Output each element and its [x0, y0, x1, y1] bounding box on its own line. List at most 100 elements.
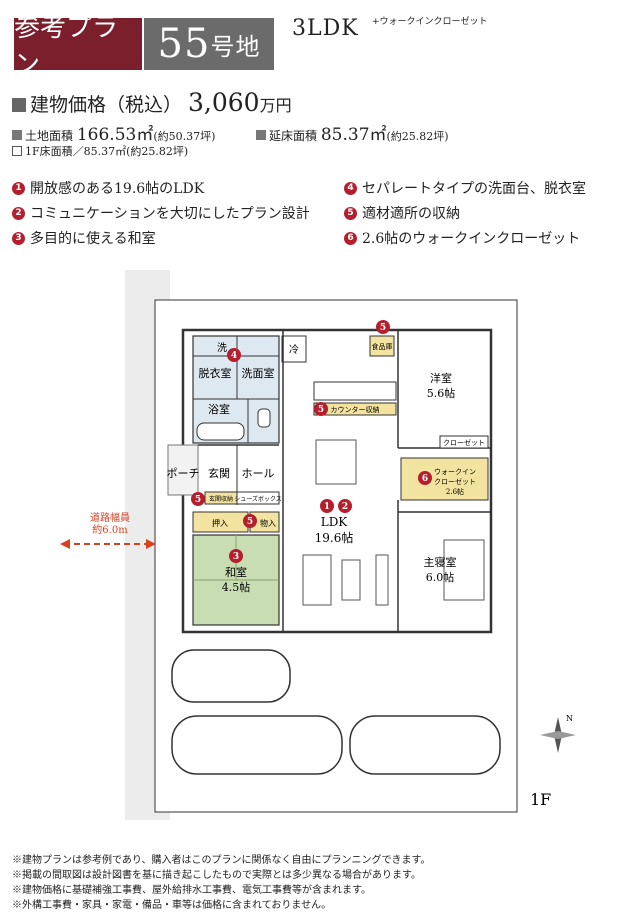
marker-label: 5 — [380, 323, 386, 333]
room-hall: ホール — [242, 467, 275, 480]
room-closet: クローゼット — [443, 438, 485, 447]
marker-label: 5 — [195, 495, 201, 505]
tv-board — [375, 554, 389, 606]
closet — [439, 435, 489, 449]
room-ldk: LDK — [321, 515, 349, 529]
marker-6 — [418, 471, 432, 485]
feature-2: 2 コミュニケーションを大切にしたプラン設計 — [12, 203, 310, 223]
marker-1 — [320, 499, 334, 513]
pantry — [369, 335, 395, 357]
marker-label: 5 — [318, 405, 324, 415]
feature-number-badge: 5 — [344, 206, 357, 220]
kitchen-counter — [313, 381, 397, 401]
layout-type: 3LDK — [292, 16, 359, 41]
feature-text: 多目的に使える和室 — [30, 231, 156, 247]
porch — [167, 444, 199, 496]
land-area-value: 166.53㎡ — [76, 125, 154, 145]
walk-in-closet — [400, 457, 489, 501]
marker-2 — [338, 499, 352, 513]
room-bath: 浴室 — [208, 402, 230, 416]
marker-5-counter — [314, 402, 328, 416]
room-master: 主寝室 — [424, 555, 457, 569]
plan-label-badge: 参考プラン — [14, 13, 142, 80]
price-row: 建物価格（税込）3,060万円 — [12, 88, 292, 117]
room-entrance: 玄関 — [208, 466, 230, 480]
bathtub — [196, 422, 245, 441]
land-area-tsubo: (約50.37坪) — [153, 130, 216, 143]
note-line: ※建物価格に基礎補強工事費、屋外給排水工事費、電気工事費等が含まれます。 — [12, 885, 371, 896]
marker-label: 2 — [342, 502, 348, 512]
feature-text: セパレートタイプの洗面台、脱衣室 — [362, 181, 586, 197]
marker-label: 5 — [247, 517, 253, 527]
feature-number-badge: 6 — [344, 231, 357, 245]
north-label: N — [566, 714, 573, 723]
lot-suffix: 号地 — [210, 32, 261, 61]
feature-6: 6 2.6帖のウォークインクローゼット — [344, 228, 580, 248]
arrow-right-icon — [146, 539, 156, 549]
room-western: 洋室 — [430, 371, 452, 385]
lot-number: 55 — [157, 21, 211, 67]
price-value: 3,060 — [188, 88, 260, 117]
square-outline-icon — [12, 146, 22, 156]
car-1 — [171, 649, 291, 703]
feature-markers — [191, 320, 432, 563]
marker-label: 3 — [233, 552, 239, 562]
square-bullet-icon — [256, 130, 266, 140]
room-wic-2: クローゼット — [434, 477, 476, 486]
marker-label: 4 — [231, 351, 237, 361]
first-floor-area: 1F床面積／85.37㎡(約25.82坪) — [12, 143, 188, 159]
room-japanese-size: 4.5帖 — [222, 581, 251, 594]
notes: ※建物プランは参考例であり、購入者はこのプランに関係なく自由にプランニングできま… — [12, 853, 431, 913]
road-width: 約6.0m — [92, 523, 128, 536]
marker-5-storage — [243, 514, 257, 528]
layout-extra: +ウォークインクローゼット — [372, 17, 488, 27]
land-area-label: 土地面積 — [25, 129, 74, 143]
arrow-left-icon — [60, 539, 70, 549]
room-master-size: 6.0帖 — [426, 571, 455, 584]
room-storage: 物入 — [260, 518, 276, 528]
room-shoe-box: シューズボックス — [234, 495, 282, 503]
note-line: ※建物プランは参考例であり、購入者はこのプランに関係なく自由にプランニングできま… — [12, 855, 431, 866]
shoe-box — [236, 491, 280, 505]
room-wic: ウォークイン — [434, 468, 476, 476]
cars — [171, 649, 501, 775]
room-refrigerator: 冷 — [289, 343, 299, 356]
feature-text: コミュニケーションを大切にしたプラン設計 — [30, 206, 310, 222]
room-counter-storage: カウンター収納 — [331, 405, 380, 414]
car-3 — [349, 715, 501, 775]
feature-5: 5 適材適所の収納 — [344, 203, 460, 223]
feature-text: 開放感のある19.6帖のLDK — [30, 181, 205, 197]
feature-1: 1 開放感のある19.6帖のLDK — [12, 178, 204, 198]
feature-number-badge: 1 — [12, 181, 25, 195]
square-bullet-icon — [12, 130, 22, 140]
marker-label: 6 — [422, 474, 428, 484]
refrigerator — [281, 335, 307, 363]
land-area: 土地面積 166.53㎡(約50.37坪) — [12, 120, 215, 145]
room-western-size: 5.6帖 — [427, 387, 456, 400]
first-floor-area-text: 1F床面積／85.37㎡(約25.82坪) — [25, 145, 189, 158]
compass-icon: N — [540, 714, 576, 753]
room-washroom: 洗面室 — [242, 366, 275, 380]
low-table — [341, 559, 361, 601]
room-entrance-storage: 玄関収納 — [209, 495, 233, 503]
floor-label: 1F — [530, 790, 551, 809]
floor-area-tsubo: (約25.82坪) — [386, 130, 449, 143]
feature-text: 2.6帖のウォークインクローゼット — [362, 231, 581, 247]
room-porch: ポーチ — [167, 467, 200, 480]
room-japanese: 和室 — [225, 565, 247, 579]
price-label: 建物価格（税込） — [30, 94, 183, 116]
feature-number-badge: 2 — [12, 206, 25, 220]
road-label: 道路幅員 — [90, 511, 130, 524]
square-bullet-icon — [12, 98, 26, 112]
car-2 — [171, 715, 343, 775]
feature-text: 適材適所の収納 — [362, 206, 460, 222]
note-line: ※外構工事費・家具・家電・備品・車等は価格に含まれておりません。 — [12, 900, 332, 911]
price-unit: 万円 — [259, 96, 292, 115]
marker-5-entrance — [191, 492, 205, 506]
feature-number-badge: 4 — [344, 181, 357, 195]
plan-label: 参考プラン — [14, 13, 119, 80]
room-pantry: 食品庫 — [372, 342, 393, 351]
marker-label: 1 — [324, 502, 330, 512]
